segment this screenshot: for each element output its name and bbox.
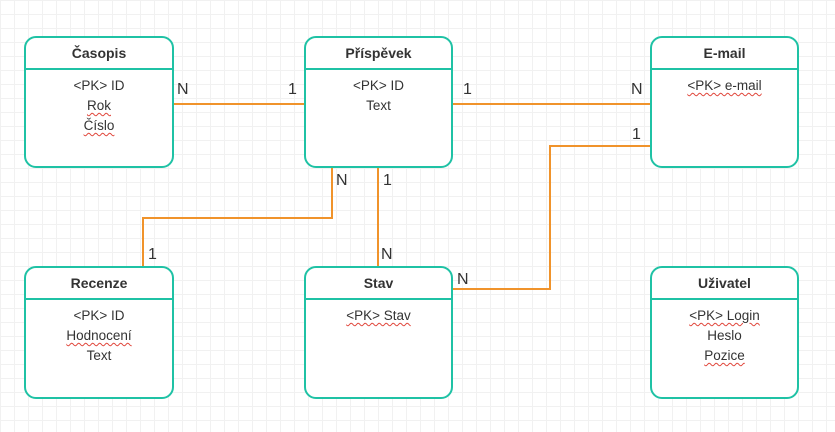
entity-title: Stav [306, 268, 451, 300]
entity-attribute: Heslo [707, 328, 742, 343]
connector-prispevek-recenze[interactable] [142, 168, 333, 266]
entity-attribute: <PK> ID [73, 308, 125, 323]
entity-prispevek[interactable]: Příspěvek <PK> ID Text [304, 36, 453, 168]
entity-attribute: Pozice [704, 348, 745, 363]
entity-attribute: <PK> Stav [346, 308, 411, 323]
entity-attribute: <PK> ID [73, 78, 125, 93]
entity-uzivatel[interactable]: Uživatel <PK> Login Heslo Pozice [650, 266, 799, 399]
cardinality-label: 1 [383, 172, 392, 189]
entity-title: Příspěvek [306, 38, 451, 70]
entity-title: Uživatel [652, 268, 797, 300]
cardinality-label: 1 [288, 81, 297, 98]
cardinality-label: N [631, 81, 643, 98]
entity-title: E-mail [652, 38, 797, 70]
entity-attribute: Číslo [83, 118, 115, 133]
entity-title: Recenze [26, 268, 172, 300]
entity-title: Časopis [26, 38, 172, 70]
entity-attribute: <PK> ID [352, 78, 405, 93]
connector-email-stav[interactable] [453, 145, 650, 290]
entity-attribute: Hodnocení [66, 328, 132, 343]
cardinality-label: N [457, 271, 469, 288]
entity-attribute: <PK> Login [689, 308, 760, 323]
cardinality-label: 1 [632, 126, 641, 143]
entity-stav[interactable]: Stav <PK> Stav [304, 266, 453, 399]
entity-attribute: Text [366, 98, 391, 113]
cardinality-label: 1 [148, 246, 157, 263]
entity-recenze[interactable]: Recenze <PK> ID Hodnocení Text [24, 266, 174, 399]
entity-attribute: <PK> e-mail [687, 78, 762, 93]
cardinality-label: N [177, 81, 189, 98]
cardinality-label: N [381, 246, 393, 263]
entity-attribute: Rok [86, 98, 111, 113]
entity-casopis[interactable]: Časopis <PK> ID Rok Číslo [24, 36, 174, 168]
entity-attribute: Text [86, 348, 112, 363]
cardinality-label: N [336, 172, 348, 189]
cardinality-label: 1 [463, 81, 472, 98]
entity-email[interactable]: E-mail <PK> e-mail [650, 36, 799, 168]
